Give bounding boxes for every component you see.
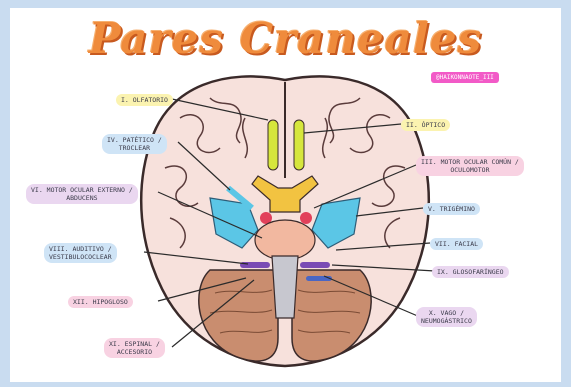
glossopharyngeal-nerve	[240, 262, 270, 268]
label-text: VI. MOTOR OCULAR EXTERNO /	[31, 186, 133, 194]
label-optico: II. ÓPTICO	[401, 119, 450, 131]
label-text: ABDUCENS	[31, 194, 133, 202]
label-hipogloso: XII. HIPOGLOSO	[68, 296, 133, 308]
label-text: VII. FACIAL	[435, 240, 478, 248]
olfactory-bulb-left	[268, 120, 278, 170]
cerebellum-right	[292, 270, 371, 361]
label-patetico: IV. PATÉTICO / TROCLEAR	[102, 134, 167, 154]
label-text: I. OLFATORIO	[121, 96, 168, 104]
label-text: NEUMOGÁSTRICO	[421, 317, 472, 325]
olfactory-bulb-right	[294, 120, 304, 170]
label-text: II. ÓPTICO	[406, 121, 445, 129]
label-text: III. MOTOR OCULAR COMÚN /	[421, 158, 519, 166]
label-motor-ocular-comun: III. MOTOR OCULAR COMÚN / OCULOMOTOR	[416, 156, 524, 176]
diagram-title: Pares Craneales	[10, 14, 561, 63]
label-text: VESTIBULOCOCLEAR	[49, 253, 112, 261]
label-auditivo: VIII. AUDITIVO / VESTIBULOCOCLEAR	[44, 243, 117, 263]
label-facial: VII. FACIAL	[430, 238, 483, 250]
label-text: V. TRIGÉMINO	[428, 205, 475, 213]
label-espinal: XI. ESPINAL / ACCESORIO	[104, 338, 165, 358]
oculomotor-right	[300, 212, 312, 224]
label-vago: X. VAGO / NEUMOGÁSTRICO	[416, 307, 477, 327]
diagram-canvas: Pares Craneales @HAIKONNAOTE_III I. OLFA…	[10, 8, 561, 382]
label-glosofaringeo: IX. GLOSOFARÍNGEO	[432, 266, 509, 278]
label-olfatorio: I. OLFATORIO	[116, 94, 173, 106]
label-text: VIII. AUDITIVO /	[49, 245, 112, 253]
label-text: XII. HIPOGLOSO	[73, 298, 128, 306]
pons	[255, 220, 315, 260]
author-handle-badge: @HAIKONNAOTE_III	[431, 72, 499, 83]
spinal-accessory-nerve	[306, 276, 332, 281]
label-text: TROCLEAR	[107, 144, 162, 152]
label-trigemino: V. TRIGÉMINO	[423, 203, 480, 215]
label-text: IX. GLOSOFARÍNGEO	[437, 268, 504, 276]
label-text: XI. ESPINAL /	[109, 340, 160, 348]
label-text: ACCESORIO	[109, 348, 160, 356]
medulla	[272, 256, 298, 318]
label-text: X. VAGO /	[421, 309, 472, 317]
vagus-nerve	[300, 262, 330, 268]
label-text: IV. PATÉTICO /	[107, 136, 162, 144]
label-text: OCULOMOTOR	[421, 166, 519, 174]
label-motor-ocular-externo: VI. MOTOR OCULAR EXTERNO / ABDUCENS	[26, 184, 138, 204]
